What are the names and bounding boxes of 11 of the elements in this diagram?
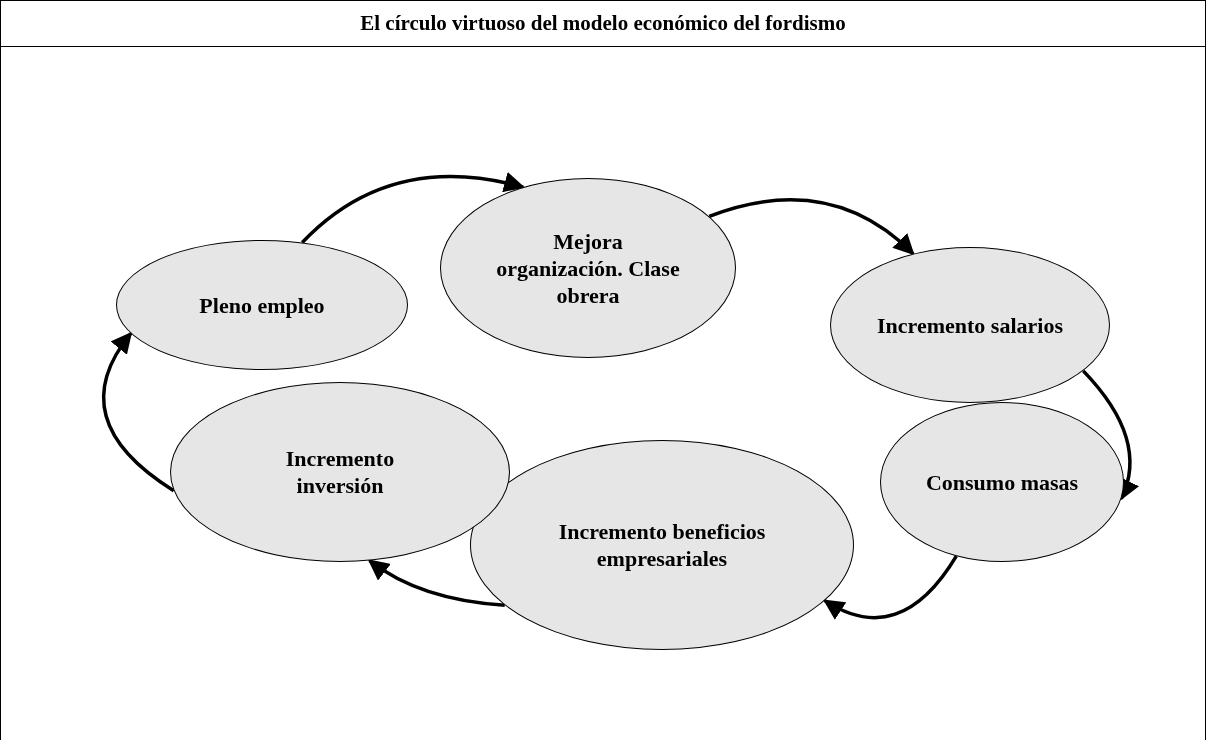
curved-arrow: [1081, 369, 1139, 501]
title: El círculo virtuoso del modelo económico del fordismo: [359, 11, 847, 35]
node-label: Mejora organización. Clase obrera: [495, 227, 681, 309]
node-label: Incremento salarios: [877, 311, 1063, 339]
curved-arrow: [301, 172, 526, 244]
node-label: Consumo masas: [925, 468, 1079, 496]
node-label: Incremento inversión: [284, 445, 396, 499]
curved-arrow: [823, 555, 958, 620]
node-label: Incremento beneficios empresariales: [557, 518, 767, 572]
curved-arrow: [708, 198, 915, 256]
node-label: Pleno empleo: [199, 291, 325, 319]
